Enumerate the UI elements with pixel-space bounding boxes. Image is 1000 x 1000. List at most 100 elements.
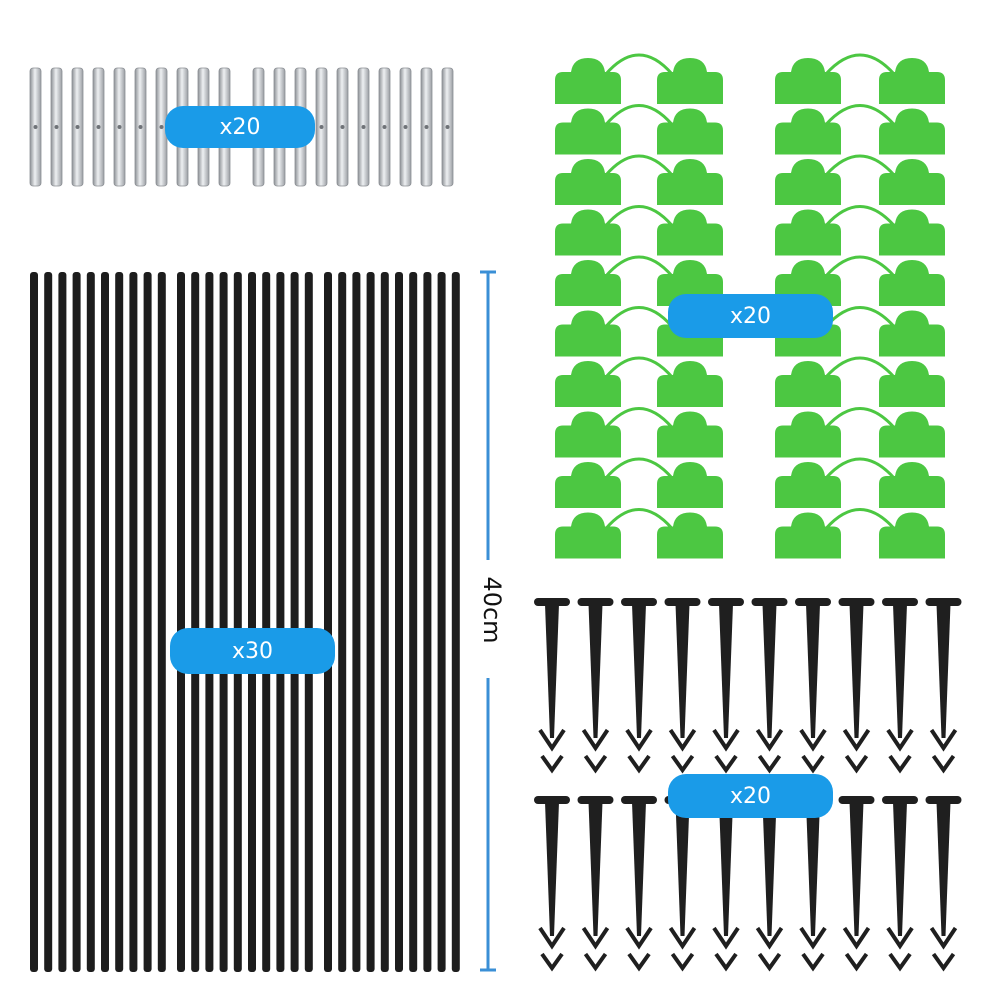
ground-stake	[534, 796, 570, 972]
rod	[157, 272, 166, 972]
ground-stake	[664, 796, 701, 972]
rod	[129, 272, 138, 972]
rod	[304, 272, 313, 972]
clip-strap	[824, 508, 896, 530]
clip-half	[879, 310, 945, 357]
clip-strap	[824, 407, 896, 429]
rod	[86, 272, 95, 972]
clip-half	[879, 411, 945, 458]
ground-stake	[751, 598, 788, 774]
clip-strap	[824, 356, 896, 379]
rod	[395, 272, 403, 972]
rod	[352, 272, 361, 972]
connector-hole	[96, 125, 101, 129]
rod	[409, 272, 418, 972]
ground-stake	[708, 598, 744, 774]
connector-hole	[361, 125, 366, 129]
clip-half	[657, 159, 723, 205]
clip-half	[879, 260, 945, 306]
rod	[191, 272, 200, 972]
clip-strap	[604, 356, 674, 378]
rod	[380, 272, 389, 972]
clip-half	[775, 209, 841, 256]
clip-half	[555, 108, 621, 155]
rod	[248, 272, 256, 972]
connector-hole	[117, 125, 122, 129]
rod	[72, 272, 81, 972]
clip-strap	[604, 407, 674, 429]
clip-half	[775, 108, 841, 155]
clip-strap	[604, 205, 674, 227]
clip-half	[657, 462, 723, 508]
connector-hole	[54, 125, 59, 129]
clip-half	[775, 159, 841, 205]
clip-strap	[604, 255, 674, 277]
clip-strap	[824, 255, 896, 278]
connector-hole	[424, 125, 429, 129]
clip-half	[555, 361, 621, 407]
clip-half	[775, 361, 841, 407]
connector-hole	[33, 125, 38, 129]
clip-strap	[604, 53, 674, 75]
dimension-line	[480, 270, 496, 972]
rod	[437, 272, 446, 972]
clip-half	[879, 462, 945, 508]
rod	[30, 272, 38, 972]
clip-strap	[824, 53, 896, 76]
rod	[451, 272, 460, 972]
clip-half	[555, 260, 621, 306]
rod	[101, 272, 109, 972]
clip-half	[775, 58, 841, 104]
clip-half	[657, 108, 723, 155]
rod	[233, 272, 242, 972]
connectors-count-badge: x20	[165, 106, 315, 148]
rod	[177, 272, 185, 972]
connector-hole	[75, 125, 80, 129]
clip-strap	[604, 104, 674, 126]
connector-hole	[340, 125, 345, 129]
clip-half	[879, 159, 945, 205]
clip-half	[555, 310, 621, 357]
rod	[262, 272, 271, 972]
ground-stake	[751, 796, 788, 972]
rod	[423, 272, 432, 972]
clip-half	[555, 462, 621, 508]
rod	[366, 272, 375, 972]
clips-count-badge: x20	[668, 294, 833, 338]
ground-stake	[925, 598, 962, 774]
clip-half	[555, 512, 621, 559]
rod	[143, 272, 152, 972]
connector-hole	[445, 125, 450, 129]
clip-half	[775, 512, 841, 559]
rod	[58, 272, 67, 972]
clip-half	[555, 411, 621, 458]
rods-count-badge: x30	[170, 628, 335, 674]
connector-hole	[403, 125, 408, 129]
stakes-count-badge: x20	[668, 774, 833, 818]
clip-strap	[824, 104, 896, 126]
clip-strap	[824, 457, 896, 480]
clip-half	[775, 411, 841, 458]
clip-strap	[604, 457, 674, 479]
ground-stake	[795, 796, 831, 972]
rod	[276, 272, 285, 972]
ground-stake	[621, 796, 657, 972]
rod	[290, 272, 299, 972]
ground-stake	[838, 598, 875, 774]
clip-half	[879, 512, 945, 559]
clip-half	[879, 58, 945, 104]
clip-half	[879, 108, 945, 155]
clip-half	[657, 209, 723, 256]
ground-stake	[577, 598, 614, 774]
rod	[219, 272, 228, 972]
rods-group	[30, 272, 460, 972]
connector-hole	[138, 125, 143, 129]
connector-hole	[319, 125, 324, 129]
connector-hole	[159, 125, 164, 129]
ground-stake	[534, 598, 570, 774]
clip-half	[657, 58, 723, 104]
connector-hole	[382, 125, 387, 129]
length-label: 40cm	[478, 576, 506, 644]
ground-stake	[882, 796, 918, 972]
